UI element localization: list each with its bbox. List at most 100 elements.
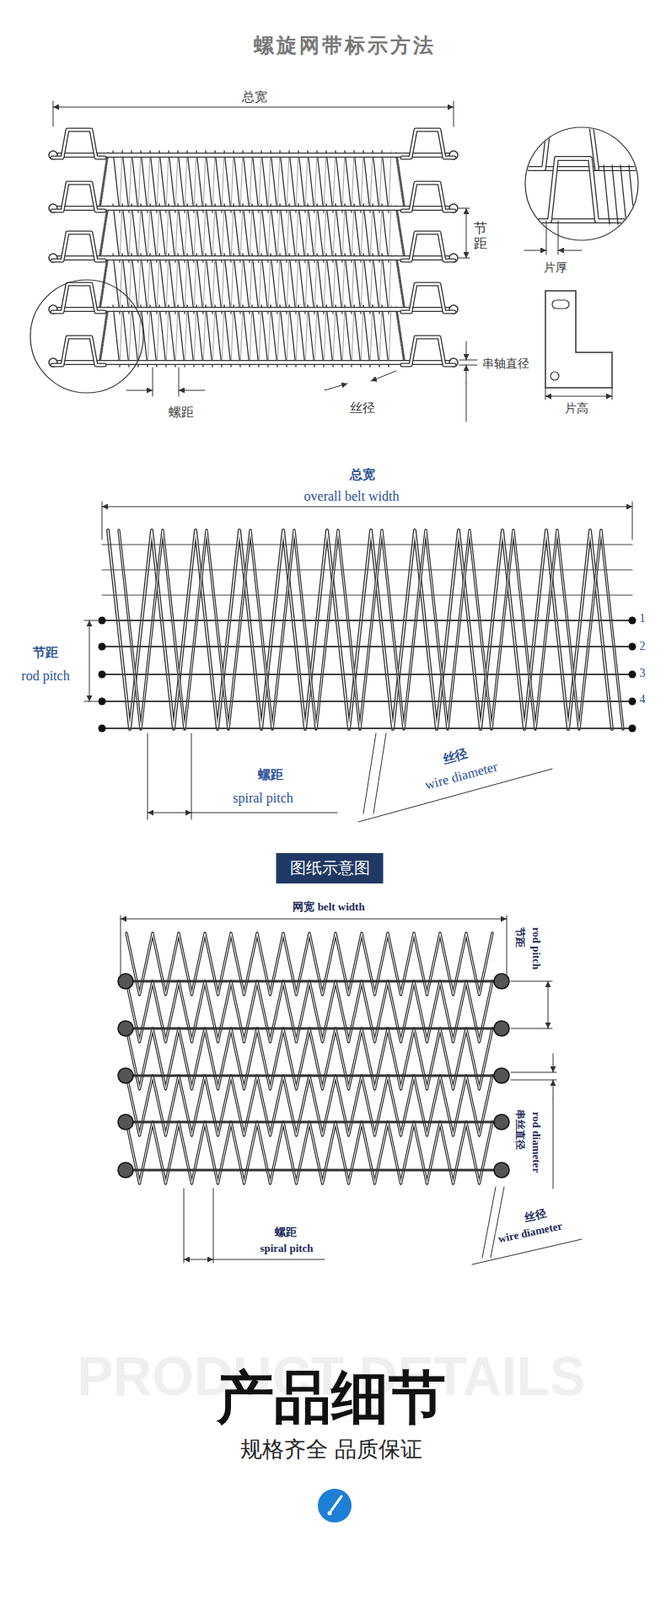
spiral-wire xyxy=(126,1122,493,1184)
extension-line xyxy=(183,1188,185,1263)
spiral-wire xyxy=(316,204,324,263)
rod xyxy=(102,700,633,703)
dimension-label: rod pitch xyxy=(19,667,71,684)
spiral-wire xyxy=(307,305,315,367)
spiral-wire xyxy=(268,150,271,213)
spiral-wire xyxy=(156,150,160,213)
spiral-wire xyxy=(168,253,176,314)
spiral-wire xyxy=(342,305,345,367)
dimension-line xyxy=(147,812,192,814)
dimension-label: 片厚 xyxy=(542,260,570,275)
spiral-wire xyxy=(118,530,624,730)
dimension-label: 总宽 xyxy=(240,89,269,105)
spiral-wire xyxy=(203,305,206,367)
spiral-wire xyxy=(335,305,343,367)
spiral-wire xyxy=(326,253,333,314)
link-plate xyxy=(402,232,455,261)
dimension-label: 串轴直径 xyxy=(480,356,532,371)
spiral-wire xyxy=(277,305,280,367)
spiral-wire xyxy=(112,305,120,367)
rod-end xyxy=(98,698,107,706)
rod-end xyxy=(118,1020,134,1037)
spiral-wire xyxy=(177,150,185,213)
spiral-wire xyxy=(184,150,188,213)
rod-end xyxy=(494,1114,510,1130)
extension-line xyxy=(147,733,149,820)
spiral-wire xyxy=(196,305,204,367)
dimension-arrow xyxy=(178,390,205,392)
spiral-wire xyxy=(193,150,197,213)
spiral-wire xyxy=(128,150,132,213)
extension-line xyxy=(191,733,193,820)
spiral-wire xyxy=(305,305,308,367)
spiral-wire xyxy=(166,253,169,314)
link-plate xyxy=(402,284,455,312)
dimension-label: 节距 xyxy=(472,220,489,251)
detail-circle xyxy=(30,279,144,393)
spiral-wire xyxy=(323,305,327,367)
extension-line xyxy=(545,387,547,400)
extension-line xyxy=(459,359,478,361)
spiral-wire xyxy=(230,305,234,367)
dimension-label: 螺距 xyxy=(166,404,196,420)
spiral-wire xyxy=(603,165,610,225)
dimension-arrow xyxy=(558,250,582,252)
spiral-wire xyxy=(372,150,380,213)
rod xyxy=(125,1169,502,1172)
spiral-wire xyxy=(131,204,139,263)
extension-line xyxy=(213,1188,215,1263)
spiral-wire xyxy=(205,150,213,213)
dimension-line xyxy=(120,918,507,920)
spiral-wire xyxy=(128,305,132,367)
banner-text: 图纸示意图 xyxy=(290,857,371,880)
rod xyxy=(55,360,452,364)
extension-line xyxy=(510,1079,557,1081)
spiral-wire xyxy=(177,204,185,263)
spiral-wire xyxy=(354,253,361,314)
spiral-wire xyxy=(323,253,327,314)
rod-end xyxy=(98,617,107,625)
spiral-wire xyxy=(381,150,389,213)
extension-line xyxy=(53,101,54,127)
spiral-wire xyxy=(175,253,178,314)
spiral-wire xyxy=(270,204,278,263)
spiral-wire xyxy=(316,253,324,314)
spiral-wire xyxy=(214,150,222,213)
spiral-wire xyxy=(119,253,123,314)
rod xyxy=(102,569,633,570)
rod xyxy=(55,256,452,259)
dimension-arrow xyxy=(126,390,153,392)
spiral-wire xyxy=(335,150,343,213)
rod-end xyxy=(118,1068,134,1084)
extension-line xyxy=(459,365,478,366)
spiral-wire xyxy=(212,150,215,213)
spiral-wire xyxy=(289,150,296,213)
rod-end xyxy=(98,725,107,733)
spiral-wire xyxy=(205,253,213,314)
spiral-wire xyxy=(131,305,139,367)
spiral-wire xyxy=(342,150,345,213)
spiral-wire xyxy=(140,253,148,314)
spiral-wire xyxy=(112,253,120,314)
dimension-label: 1 xyxy=(638,612,648,627)
twisted-edge xyxy=(99,307,108,365)
spiral-wire xyxy=(344,253,352,314)
rod xyxy=(55,255,452,261)
spiral-wire xyxy=(107,530,613,730)
spiral-wire xyxy=(242,305,250,367)
dimension-label: 节距 xyxy=(514,925,527,950)
dimension-line xyxy=(183,1259,214,1261)
spiral-wire xyxy=(354,150,361,213)
spiral-wire xyxy=(258,305,262,367)
spiral-wire xyxy=(184,253,188,314)
spiral-wire xyxy=(177,305,185,367)
spiral-wire xyxy=(252,253,259,314)
dimension-label: rod diameter xyxy=(529,1110,543,1175)
dimension-label: 节距 xyxy=(31,644,60,661)
dimension-arrow xyxy=(466,365,468,384)
dimension-label: 丝径 xyxy=(348,400,377,416)
spiral-wire xyxy=(360,305,364,367)
dimension-label: overall belt width xyxy=(302,488,402,505)
rod xyxy=(55,152,452,158)
